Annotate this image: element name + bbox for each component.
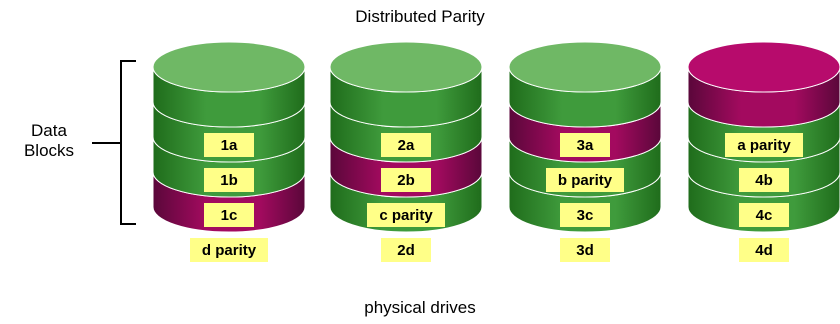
block-label-text: 3c — [577, 207, 594, 224]
block-label-text: 4d — [755, 242, 773, 259]
block-label-text: 1b — [220, 172, 238, 189]
block-label: 1c — [204, 203, 254, 227]
drive-3-top — [508, 41, 662, 93]
block-label-bg — [739, 238, 789, 262]
block-label-bg — [546, 168, 624, 192]
block-label: 1b — [204, 168, 254, 192]
drive-4-top — [687, 41, 840, 93]
block-label: 4c — [739, 203, 789, 227]
drive-4: a parity 4b 4c 4d — [687, 41, 840, 262]
block-label: 4d — [739, 238, 789, 262]
block-label-text: b parity — [558, 172, 613, 189]
block-label-text: c parity — [379, 207, 433, 224]
block-label-bg — [204, 133, 254, 157]
block-label-bg — [560, 133, 610, 157]
block-label-bg — [739, 168, 789, 192]
block-label-bg — [560, 238, 610, 262]
block-label: 2a — [381, 133, 431, 157]
data-blocks-label-line1: Data — [31, 121, 67, 140]
block-label-bg — [560, 203, 610, 227]
data-blocks-bracket — [92, 60, 136, 225]
data-blocks-label: Data Blocks — [14, 121, 84, 161]
block-label: c parity — [367, 203, 445, 227]
block-label: 2d — [381, 238, 431, 262]
drives-group: 1a 1b 1c d parity 2a 2b c parity 2d 3a b parity 3c… — [152, 41, 840, 262]
diagram-title: Distributed Parity — [355, 7, 485, 26]
drive-1: 1a 1b 1c d parity — [152, 41, 306, 262]
block-label: b parity — [546, 168, 624, 192]
block-label-bg — [204, 203, 254, 227]
block-label-bg — [381, 168, 431, 192]
block-label-text: d parity — [202, 242, 257, 259]
block-label-text: 3a — [577, 137, 594, 154]
block-label: 2b — [381, 168, 431, 192]
block-label: d parity — [190, 238, 268, 262]
block-label-bg — [204, 168, 254, 192]
block-label: a parity — [725, 133, 803, 157]
drive-2: 2a 2b c parity 2d — [329, 41, 483, 262]
block-label-bg — [725, 133, 803, 157]
drive-1-top — [152, 41, 306, 93]
block-label-text: a parity — [737, 137, 791, 154]
block-label-text: 2a — [398, 137, 415, 154]
block-label-bg — [381, 238, 431, 262]
block-label-text: 4b — [755, 172, 773, 189]
block-label: 3d — [560, 238, 610, 262]
block-label-text: 2d — [397, 242, 415, 259]
diagram-footer: physical drives — [364, 298, 476, 317]
block-label-text: 1c — [221, 207, 238, 224]
block-label-text: 2b — [397, 172, 415, 189]
block-label-text: 4c — [756, 207, 773, 224]
block-label: 1a — [204, 133, 254, 157]
block-label-bg — [381, 133, 431, 157]
block-label: 3a — [560, 133, 610, 157]
block-label-text: 1a — [221, 137, 238, 154]
block-label-bg — [367, 203, 445, 227]
drive-3: 3a b parity 3c 3d — [508, 41, 662, 262]
block-label: 4b — [739, 168, 789, 192]
block-label-text: 3d — [576, 242, 594, 259]
block-label: 3c — [560, 203, 610, 227]
drive-2-top — [329, 41, 483, 93]
block-label-bg — [739, 203, 789, 227]
block-label-bg — [190, 238, 268, 262]
data-blocks-label-line2: Blocks — [23, 141, 75, 160]
